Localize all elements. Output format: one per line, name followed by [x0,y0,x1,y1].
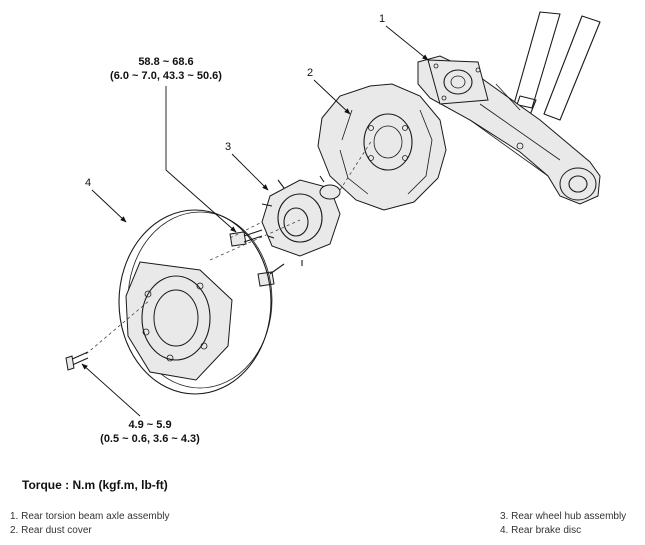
wheel-hub-assembly [261,175,341,266]
torque-value-secondary: (0.5 ~ 0.6, 3.6 ~ 4.3) [100,433,200,445]
legend-item: 2. Rear dust cover [10,525,92,536]
parts-legend-left: 1. Rear torsion beam axle assembly 2. Re… [10,510,170,538]
torque-units-heading: Torque : N.m (kgf.m, lb-ft) [22,478,168,492]
svg-text:4: 4 [85,177,91,189]
svg-text:1: 1 [379,13,385,25]
torque-value-secondary: (6.0 ~ 7.0, 43.3 ~ 50.6) [110,70,222,82]
exploded-view-diagram: 58.8 ~ 68.6 (6.0 ~ 7.0, 43.3 ~ 50.6) 4.9… [65,11,601,445]
callout-1: 1 [379,13,429,61]
callout-4: 4 [85,177,127,223]
arrow-icon [91,189,127,223]
torque-annotation-hub-bolt: 58.8 ~ 68.6 (6.0 ~ 7.0, 43.3 ~ 50.6) [110,56,237,233]
torque-value-primary: 4.9 ~ 5.9 [128,419,171,431]
svg-text:2: 2 [307,67,313,79]
brake-disc [118,209,273,395]
arrow-icon [81,363,141,417]
callout-2: 2 [307,67,351,115]
svg-text:3: 3 [225,141,231,153]
arrow-icon [165,86,237,233]
arrow-icon [231,153,269,191]
torsion-beam-axle [417,11,601,205]
dust-cover [317,83,447,211]
torque-annotation-disc-screw: 4.9 ~ 5.9 (0.5 ~ 0.6, 3.6 ~ 4.3) [81,363,200,445]
parts-legend-right: 3. Rear wheel hub assembly 4. Rear brake… [500,510,626,538]
legend-item: 4. Rear brake disc [500,525,582,536]
disc-screw [65,351,89,371]
legend-item: 3. Rear wheel hub assembly [500,511,627,522]
arrow-icon [313,79,351,115]
hub-bolt-upper [229,229,263,247]
callout-3: 3 [225,141,269,191]
legend-item: 1. Rear torsion beam axle assembly [10,511,170,522]
torque-value-primary: 58.8 ~ 68.6 [138,56,193,68]
arrow-icon [385,25,429,61]
